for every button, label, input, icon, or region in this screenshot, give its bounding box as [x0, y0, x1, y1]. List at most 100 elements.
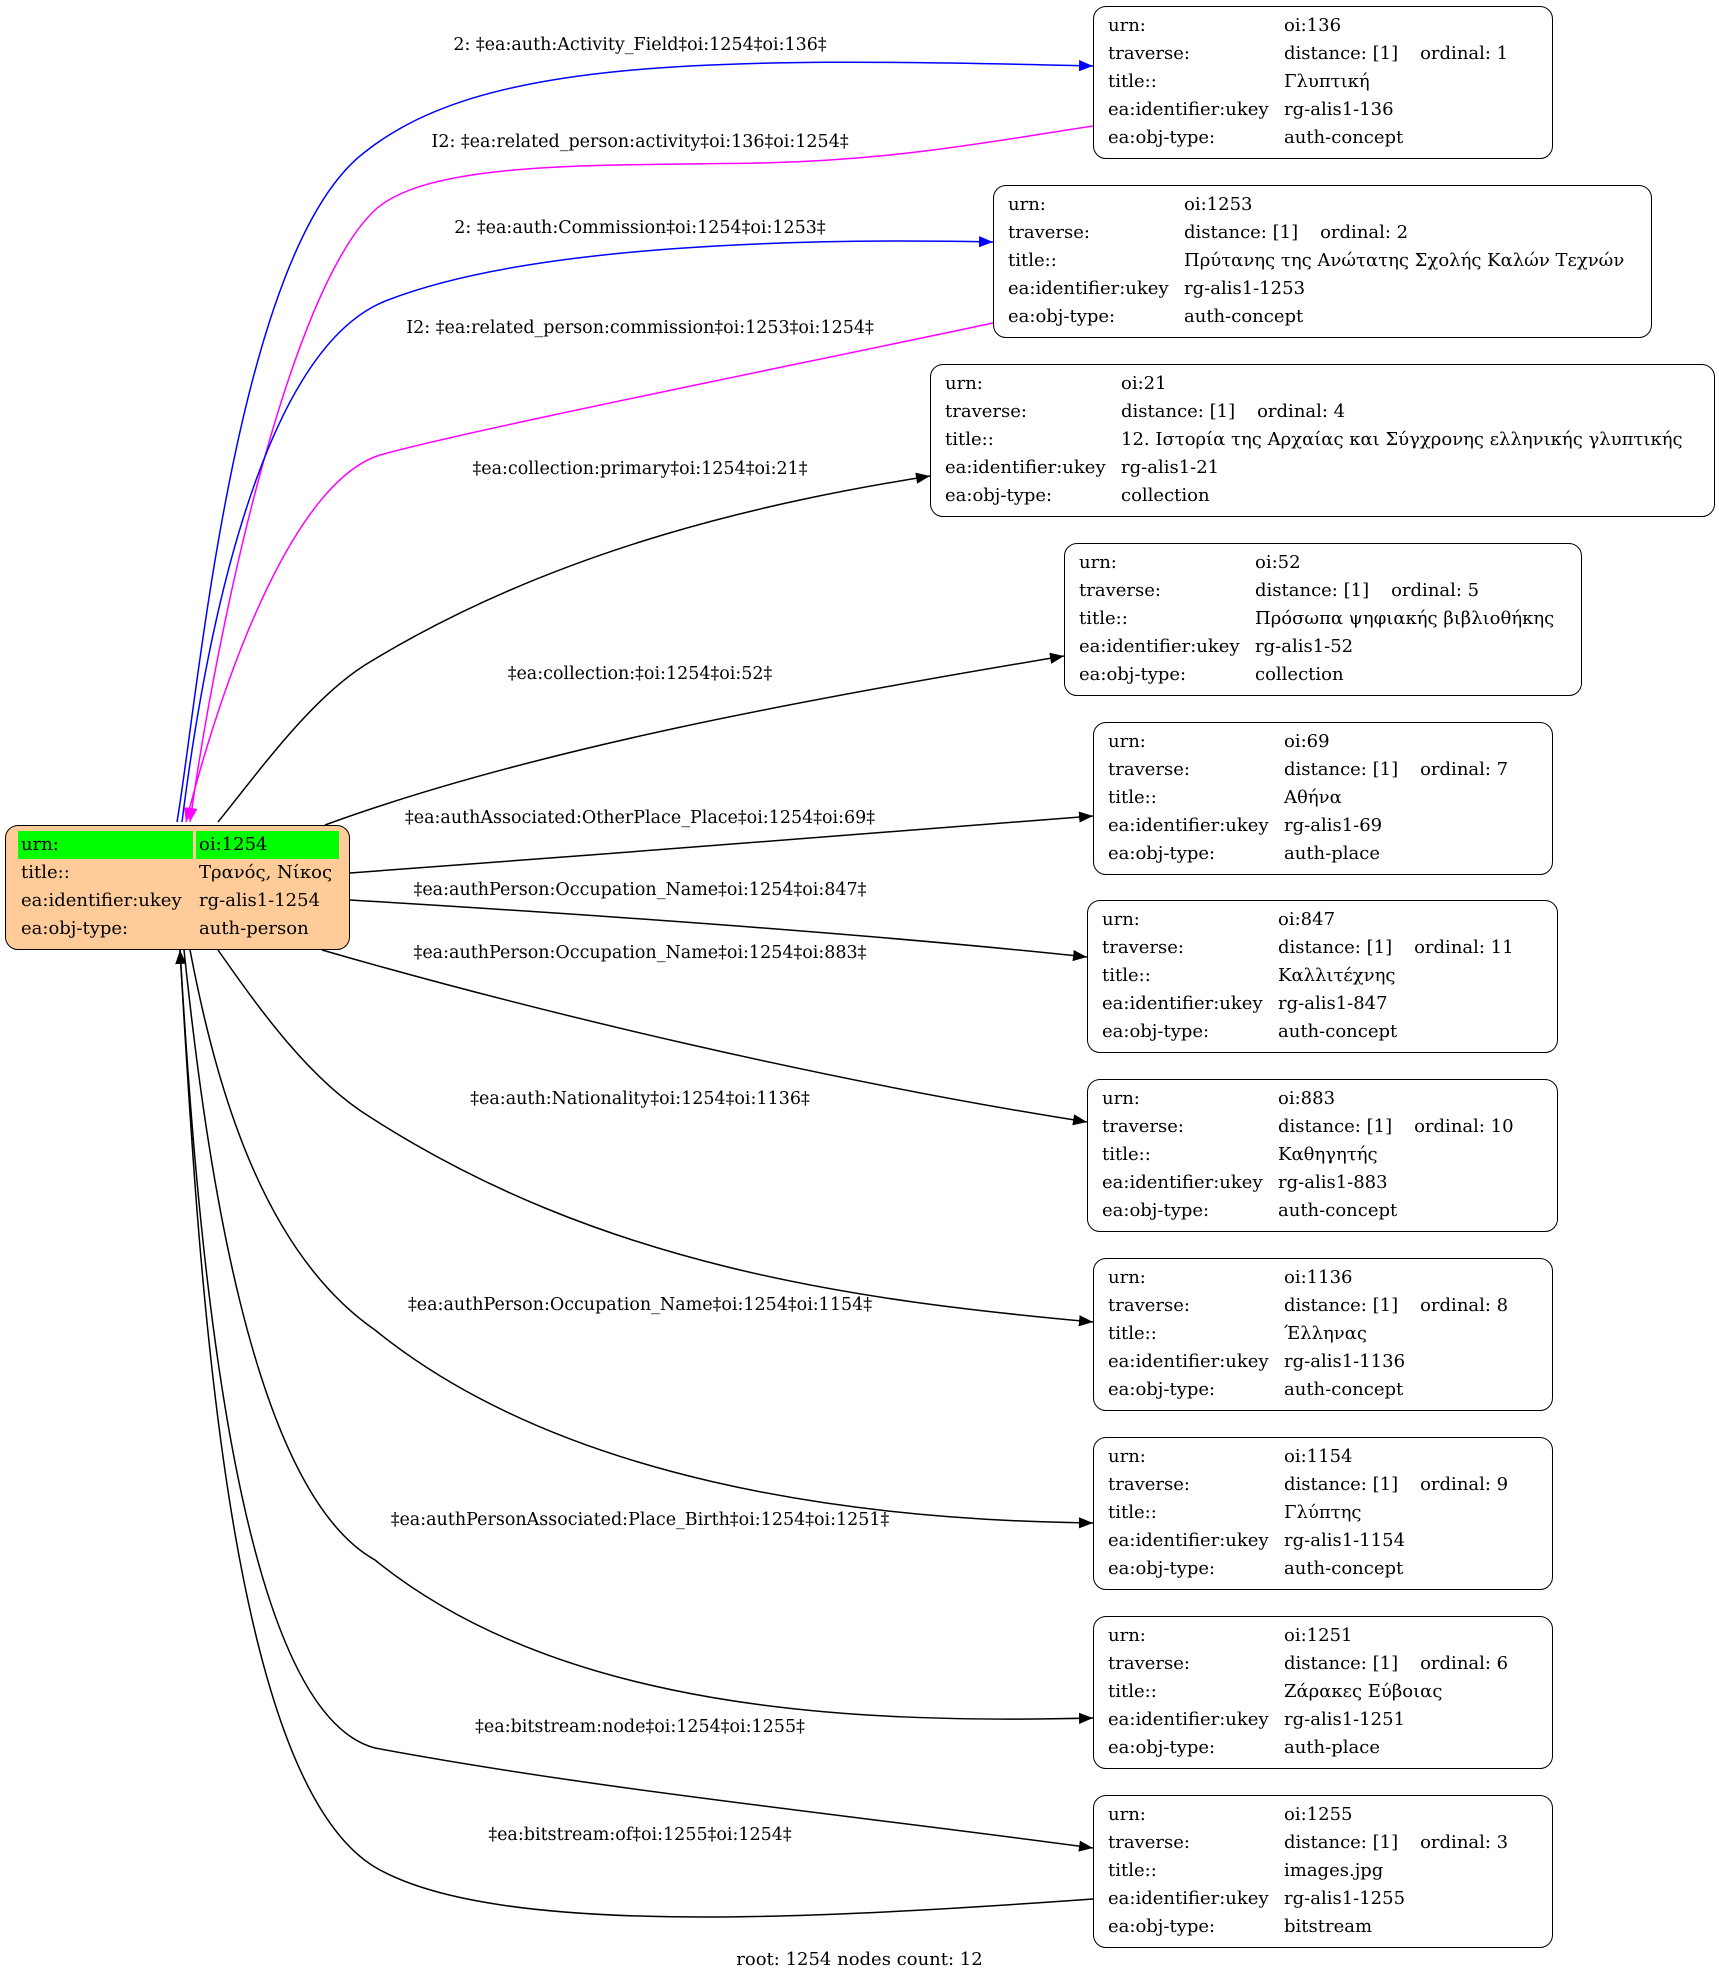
node-row-ukey: ea:identifier:ukey rg-alis1-1154: [1108, 1527, 1538, 1555]
node-row-title: title:: Γλύπτης: [1108, 1499, 1538, 1527]
edge-label: ‡ea:authPerson:Occupation_Name‡oi:1254‡o…: [414, 943, 867, 963]
graph-footer: root: 1254 nodes count: 12: [736, 1949, 983, 1970]
node-ukey: rg-alis1-1251: [1284, 1709, 1406, 1730]
node-row-urn: urn: oi:1136: [1108, 1264, 1538, 1292]
node-title: Ζάρακες Εύβοιας: [1284, 1681, 1443, 1702]
edge-line: [176, 60, 1094, 823]
node-title: Καθηγητής: [1278, 1144, 1378, 1165]
node-title: Πρύτανης της Ανώτατης Σχολής Καλών Τεχνώ…: [1184, 250, 1625, 271]
node-key: ea:obj-type:: [1102, 1021, 1210, 1042]
node-ordinal: ordinal: 11: [1414, 937, 1514, 958]
target-node[interactable]: urn: oi:1255 traverse: distance: [1] ord…: [1093, 1795, 1553, 1948]
node-ukey: rg-alis1-1136: [1284, 1351, 1406, 1372]
target-node[interactable]: urn: oi:1251 traverse: distance: [1] ord…: [1093, 1616, 1553, 1769]
edge-line: [217, 949, 1094, 1327]
node-urn: oi:52: [1255, 552, 1301, 573]
node-key: traverse:: [945, 401, 1027, 422]
node-ordinal: ordinal: 5: [1391, 580, 1480, 601]
node-row-objtype: ea:obj-type: auth-place: [1108, 1734, 1538, 1762]
node-key: ea:obj-type:: [1108, 1558, 1216, 1579]
node-ukey: rg-alis1-21: [1121, 457, 1220, 478]
edge-line: [324, 652, 1065, 826]
edge-label: ‡ea:authAssociated:OtherPlace_Place‡oi:1…: [405, 808, 875, 828]
root-node[interactable]: urn: oi:1254 title:: Τρανός, Νίκος ea:id…: [5, 825, 350, 950]
node-row-title: title:: Έλληνας: [1108, 1320, 1538, 1348]
node-row-title: title:: Πρύτανης της Ανώτατης Σχολής Καλ…: [1008, 247, 1637, 275]
node-key: urn:: [1079, 552, 1117, 573]
root-value: Τρανός, Νίκος: [199, 862, 333, 883]
node-title: Γλύπτης: [1284, 1502, 1362, 1523]
node-row-title: title:: Αθήνα: [1108, 784, 1538, 812]
node-objtype: auth-concept: [1284, 1558, 1404, 1579]
node-key: ea:identifier:ukey: [1108, 1530, 1269, 1551]
target-node[interactable]: urn: oi:52 traverse: distance: [1] ordin…: [1064, 543, 1582, 696]
node-row-traverse: traverse: distance: [1] ordinal: 2: [1008, 219, 1637, 247]
node-urn: oi:136: [1284, 15, 1342, 36]
edge-label: ‡ea:bitstream:of‡oi:1255‡oi:1254‡: [488, 1825, 792, 1845]
node-row-urn: urn: oi:1251: [1108, 1622, 1538, 1650]
node-row-ukey: ea:identifier:ukey rg-alis1-1253: [1008, 275, 1637, 303]
node-row-ukey: ea:identifier:ukey rg-alis1-1255: [1108, 1885, 1538, 1913]
node-row-title: title:: 12. Ιστορία της Αρχαίας και Σύγχ…: [945, 426, 1700, 454]
node-row-traverse: traverse: distance: [1] ordinal: 5: [1079, 577, 1567, 605]
node-key: urn:: [1008, 194, 1046, 215]
target-node[interactable]: urn: oi:136 traverse: distance: [1] ordi…: [1093, 6, 1553, 159]
target-node[interactable]: urn: oi:847 traverse: distance: [1] ordi…: [1087, 900, 1558, 1053]
node-objtype: collection: [1255, 664, 1344, 685]
node-key: title::: [1108, 71, 1157, 92]
node-ukey: rg-alis1-883: [1278, 1172, 1388, 1193]
edge-line: [349, 811, 1094, 874]
node-key: urn:: [1108, 1446, 1146, 1467]
target-node[interactable]: urn: oi:1154 traverse: distance: [1] ord…: [1093, 1437, 1553, 1590]
root-row-objtype: ea:obj-type: auth-person: [18, 915, 337, 943]
node-row-objtype: ea:obj-type: auth-concept: [1008, 303, 1637, 331]
node-row-objtype: ea:obj-type: collection: [945, 482, 1700, 510]
node-objtype: auth-concept: [1284, 127, 1404, 148]
node-row-traverse: traverse: distance: [1] ordinal: 6: [1108, 1650, 1538, 1678]
node-key: urn:: [1102, 1088, 1140, 1109]
target-node[interactable]: urn: oi:69 traverse: distance: [1] ordin…: [1093, 722, 1553, 875]
edge-line: [186, 125, 1094, 823]
node-ordinal: ordinal: 2: [1320, 222, 1409, 243]
edge-label: I2: ‡ea:related_person:activity‡oi:136‡o…: [431, 132, 848, 152]
node-row-ukey: ea:identifier:ukey rg-alis1-21: [945, 454, 1700, 482]
edge-label: 2: ‡ea:auth:Activity_Field‡oi:1254‡oi:13…: [453, 35, 827, 55]
edge-line: [321, 949, 1088, 1126]
root-row-ukey: ea:identifier:ukey rg-alis1-1254: [18, 887, 337, 915]
edge-line: [349, 899, 1088, 962]
node-key: urn:: [945, 373, 983, 394]
node-objtype: auth-concept: [1278, 1200, 1398, 1221]
node-row-traverse: traverse: distance: [1] ordinal: 8: [1108, 1292, 1538, 1320]
node-row-objtype: ea:obj-type: bitstream: [1108, 1913, 1538, 1941]
node-key: ea:identifier:ukey: [1079, 636, 1240, 657]
target-node[interactable]: urn: oi:883 traverse: distance: [1] ordi…: [1087, 1079, 1558, 1232]
node-key: traverse:: [1108, 43, 1190, 64]
node-row-ukey: ea:identifier:ukey rg-alis1-1251: [1108, 1706, 1538, 1734]
node-objtype: bitstream: [1284, 1916, 1373, 1937]
node-key: traverse:: [1108, 1832, 1190, 1853]
node-key: title::: [1079, 608, 1128, 629]
node-ordinal: ordinal: 4: [1257, 401, 1346, 422]
node-row-title: title:: Γλυπτική: [1108, 68, 1538, 96]
node-urn: oi:69: [1284, 731, 1330, 752]
node-ukey: rg-alis1-136: [1284, 99, 1394, 120]
node-key: urn:: [1108, 1804, 1146, 1825]
target-node[interactable]: urn: oi:21 traverse: distance: [1] ordin…: [930, 364, 1715, 517]
node-row-ukey: ea:identifier:ukey rg-alis1-69: [1108, 812, 1538, 840]
edge-label: 2: ‡ea:auth:Commission‡oi:1254‡oi:1253‡: [454, 218, 826, 238]
node-row-traverse: traverse: distance: [1] ordinal: 3: [1108, 1829, 1538, 1857]
node-ordinal: ordinal: 3: [1420, 1832, 1509, 1853]
edge-label: I2: ‡ea:related_person:commission‡oi:125…: [406, 318, 874, 338]
edge-line: [184, 322, 994, 823]
node-key: traverse:: [1108, 1474, 1190, 1495]
node-key: title::: [945, 429, 994, 450]
node-key: ea:obj-type:: [1079, 664, 1187, 685]
node-key: traverse:: [1102, 937, 1184, 958]
node-key: ea:identifier:ukey: [1008, 278, 1169, 299]
target-node[interactable]: urn: oi:1136 traverse: distance: [1] ord…: [1093, 1258, 1553, 1411]
node-key: title::: [1008, 250, 1057, 271]
node-row-traverse: traverse: distance: [1] ordinal: 10: [1102, 1113, 1543, 1141]
edge-label: ‡ea:authPerson:Occupation_Name‡oi:1254‡o…: [414, 880, 867, 900]
target-node[interactable]: urn: oi:1253 traverse: distance: [1] ord…: [993, 185, 1652, 338]
node-key: traverse:: [1079, 580, 1161, 601]
